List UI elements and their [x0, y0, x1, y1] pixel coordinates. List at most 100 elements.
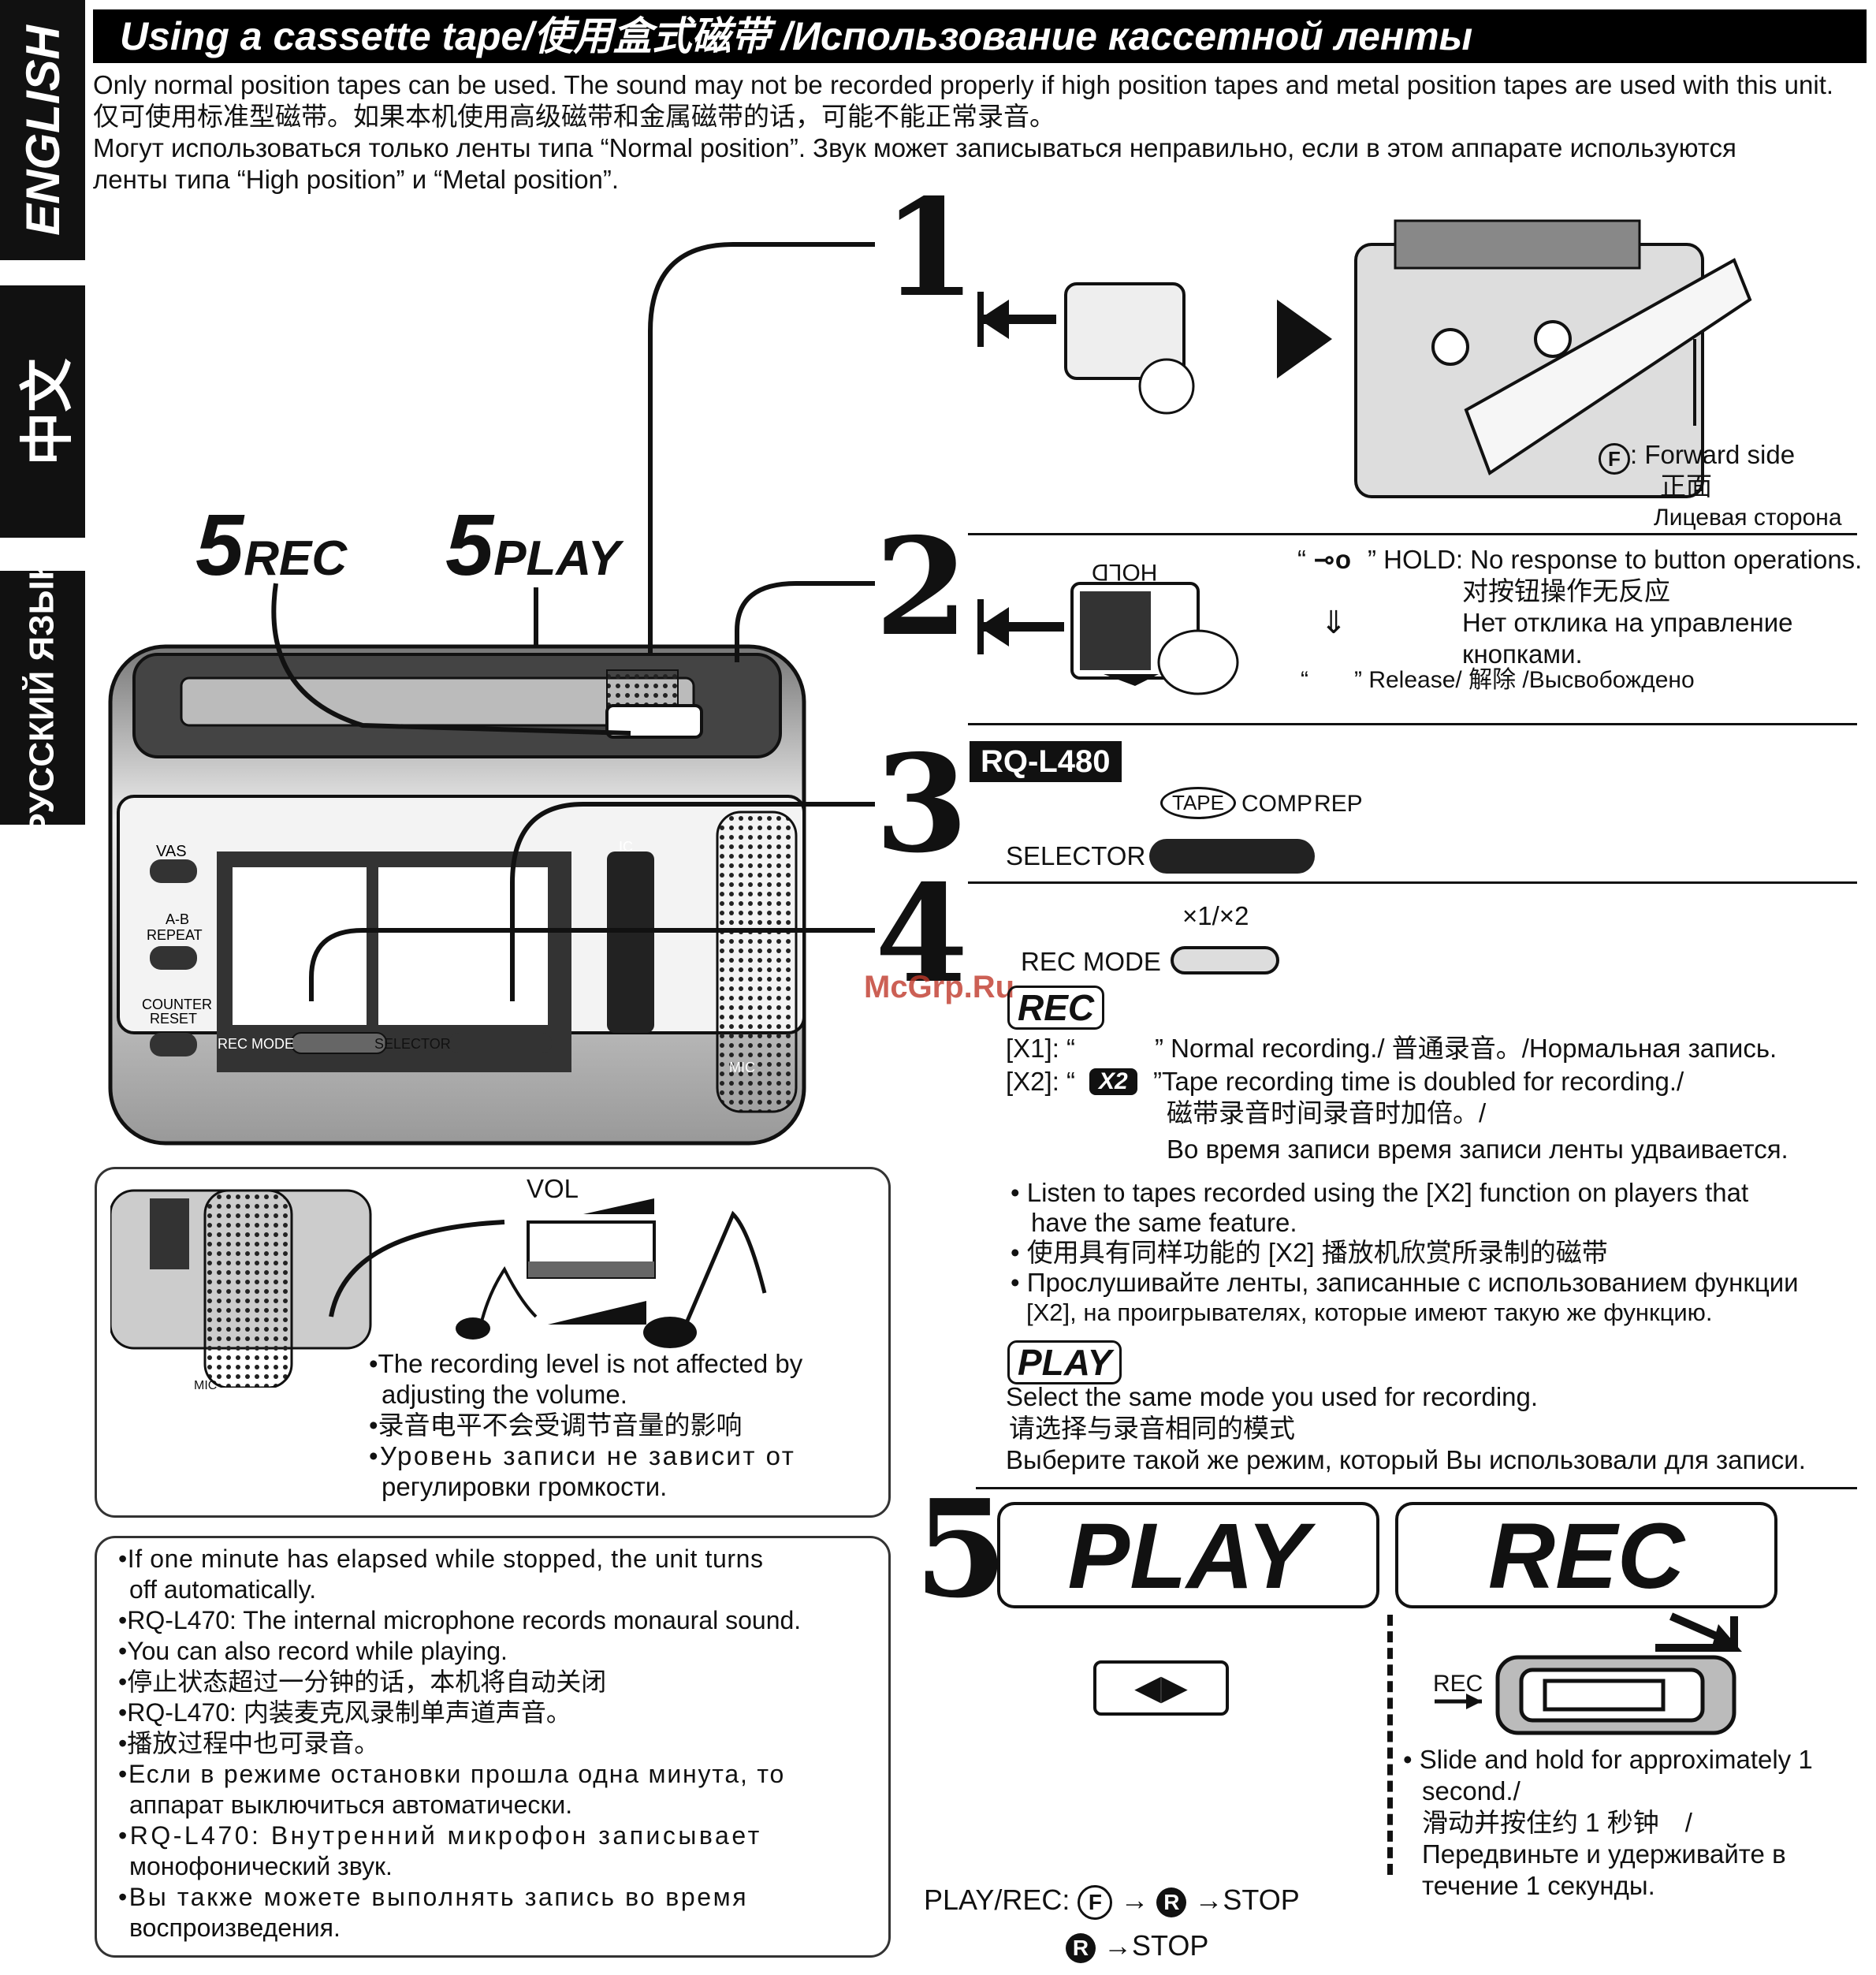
list-item: • Прослушивайте ленты, записанные с испо… — [1011, 1268, 1799, 1297]
mic-label: MIC — [194, 1379, 218, 1392]
ic-device-label: IC — [619, 839, 633, 855]
model-badge: RQ-L480 — [970, 741, 1122, 782]
selector-switch[interactable] — [1149, 839, 1315, 874]
callout-rec: 5REC — [195, 495, 347, 595]
playrec-stop: →STOP — [1186, 1884, 1300, 1916]
playrec-stop: →STOP — [1096, 1929, 1209, 1962]
divider — [968, 533, 1857, 535]
callout-lines — [271, 242, 875, 1001]
list-item: •RQ-L470: Внутренний микрофон записывает — [118, 1821, 762, 1850]
slide-line: Передвиньте и удерживайте в — [1422, 1839, 1786, 1869]
rec-x1-prefix: [X1]: “ — [1006, 1034, 1076, 1063]
hold-switch-illustration — [977, 582, 1239, 695]
callout-play: 5PLAY — [445, 495, 620, 595]
rec-x2-description-zh: 磁带录音时间录音时加倍。/ — [1167, 1098, 1487, 1127]
hold-description-ru-2: кнопками. — [1462, 639, 1583, 669]
ab-repeat-label: A-B — [166, 911, 189, 927]
hold-key-icon: “ ⊸o — [1297, 545, 1351, 574]
watermark-text: McGrp.Ru — [864, 970, 1015, 1004]
rec-notes-list: • Listen to tapes recorded using the [X2… — [1011, 1178, 1799, 1328]
play-chip: PLAY — [1007, 1340, 1122, 1384]
step-number-1: 1 — [883, 170, 977, 327]
reverse-icon: R — [1066, 1933, 1096, 1963]
hold-description: ” HOLD: No response to button operations… — [1368, 545, 1863, 574]
vas-label: VAS — [156, 843, 187, 860]
volume-illustration — [110, 1189, 767, 1388]
play-description-ru: Выберите такой же режим, который Вы испо… — [1006, 1445, 1806, 1474]
list-item: аппарат выключиться автоматически. — [129, 1791, 573, 1819]
rec-button[interactable]: REC — [1395, 1502, 1777, 1608]
forward-icon: F — [1078, 1885, 1113, 1920]
slide-line: 滑动并按住约 1 秒钟 / — [1422, 1808, 1692, 1837]
selector-rep-option[interactable]: REP — [1314, 791, 1363, 817]
rec-mode-device-label: REC MODE — [218, 1036, 294, 1052]
step-number-2: 2 — [875, 509, 969, 666]
slide-instructions: • Slide and hold for approximately 1 sec… — [1403, 1744, 1813, 1902]
step-number-5: 5 — [914, 1470, 1008, 1628]
list-item: •停止状态超过一分钟的话，本机将自动关闭 — [118, 1668, 607, 1696]
selector-comp-option[interactable]: COMP — [1241, 791, 1312, 817]
list-item: adjusting the volume. — [382, 1380, 627, 1409]
playrec-sequence-1: PLAY/REC: F → R →STOP — [924, 1883, 1300, 1920]
playrec-arrow: → — [1112, 1884, 1157, 1916]
counter-label-2: RESET — [150, 1011, 197, 1027]
language-tab-english[interactable]: ENGLISH — [0, 0, 85, 260]
rec-x2-description-ru: Во время записи время записи ленты удваи… — [1167, 1135, 1789, 1164]
release-quote: “ — [1301, 667, 1308, 693]
release-description: ” Release/ 解除 /Высвобождено — [1354, 667, 1695, 693]
list-item: •RQ-L470: The internal microphone record… — [118, 1606, 802, 1634]
dashed-divider — [1387, 1615, 1393, 1875]
play-description: Select the same mode you used for record… — [1006, 1382, 1539, 1411]
divider — [976, 1487, 1857, 1489]
playrec-sequence-2: R →STOP — [1066, 1928, 1208, 1963]
counter-label: COUNTER — [142, 997, 212, 1012]
reverse-icon: R — [1156, 1887, 1187, 1917]
rec-switch-illustration — [1435, 1612, 1742, 1735]
list-item: •录音电平不会受调节音量的影响 — [369, 1410, 743, 1440]
callout-play-number: 5 — [445, 497, 494, 594]
list-item: монофонический звук. — [129, 1852, 393, 1880]
forward-side-icon: F — [1599, 443, 1630, 475]
callout-rec-label: REC — [244, 531, 348, 586]
intro-text: Only normal position tapes can be used. … — [93, 69, 1870, 196]
hold-description-zh: 对按钮操作无反应 — [1462, 576, 1670, 606]
callout-rec-number: 5 — [195, 497, 244, 594]
hold-arrow-icon: ⇓ — [1320, 606, 1347, 640]
vol-label: VOL — [527, 1174, 579, 1203]
intro-line: Only normal position tapes can be used. … — [93, 70, 1834, 99]
list-item: •播放过程中也可录音。 — [118, 1729, 380, 1757]
forward-side-label-ru: Лицевая сторона — [1654, 505, 1842, 531]
volume-notes: •The recording level is not affected by … — [369, 1348, 802, 1502]
step1-illustration — [977, 219, 1752, 498]
rec-chip: REC — [1007, 986, 1105, 1030]
selector-tape-option[interactable]: TAPE — [1160, 787, 1236, 819]
divider — [968, 723, 1857, 725]
list-item: регулировки громкости. — [382, 1472, 668, 1501]
list-item: •Если в режиме остановки прошла одна мин… — [118, 1760, 786, 1788]
hold-description-ru: Нет отклика на управление — [1462, 608, 1793, 637]
ab-repeat-label-2: REPEAT — [147, 927, 203, 943]
play-stop-button[interactable]: ◀▶ — [1093, 1660, 1229, 1716]
slide-line: second./ — [1422, 1776, 1521, 1805]
general-notes-box — [95, 1536, 891, 1958]
slide-line: Slide and hold for approximately 1 — [1419, 1745, 1813, 1774]
selector-device-label: SELECTOR — [374, 1036, 451, 1052]
play-button[interactable]: PLAY — [997, 1502, 1379, 1608]
rec-x1-description: ” Normal recording./ 普通录音。/Нормальная за… — [1155, 1034, 1777, 1063]
list-item: • Listen to tapes recorded using the [X2… — [1011, 1178, 1749, 1207]
rec-x2-prefix: [X2]: “ — [1006, 1067, 1076, 1096]
list-item: •Вы также можете выполнять запись во вре… — [118, 1883, 749, 1911]
rec-x2-badge: X2 — [1089, 1068, 1137, 1095]
list-item: •Уровень записи не зависит от — [369, 1441, 796, 1470]
list-item: •The recording level is not affected by — [369, 1349, 803, 1378]
intro-line: 仅可使用标准型磁带。如果本机使用高级磁带和金属磁带的话，可能不能正常录音。 — [93, 102, 1055, 131]
volume-note-box — [95, 1167, 891, 1518]
forward-side-label-zh: 正面 — [1660, 471, 1712, 501]
list-item: [X2], на проигрывателях, которые имеют т… — [1026, 1299, 1713, 1326]
list-item: • 使用具有同样功能的 [X2] 播放机欣赏所录制的磁带 — [1011, 1238, 1608, 1267]
language-tab-russian[interactable]: РУССКИЙ ЯЗЫК — [0, 559, 85, 837]
rec-mode-switch[interactable] — [1171, 946, 1279, 974]
forward-side-label: : Forward side — [1630, 440, 1796, 469]
step-number-3: 3 — [875, 725, 969, 883]
language-tab-chinese[interactable]: 中文 — [0, 285, 85, 538]
